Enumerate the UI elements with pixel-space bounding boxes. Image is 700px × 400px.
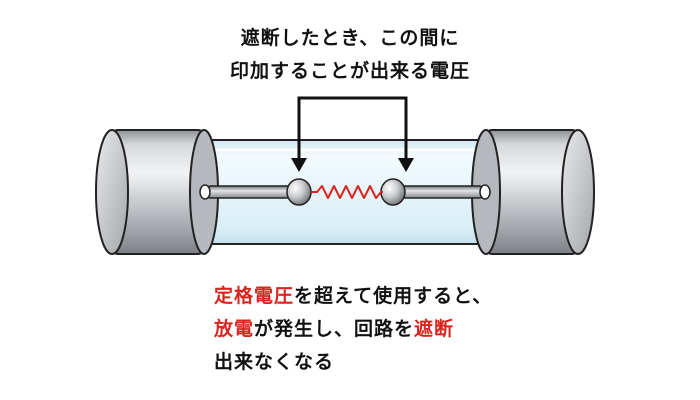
top-caption-line1: 遮断したとき、この間に [240, 27, 460, 49]
bracket-arrow [291, 96, 414, 172]
electrode-left [199, 178, 312, 206]
top-caption: 遮断したとき、この間に 印加することが出来る電圧 [0, 22, 700, 88]
interrupt-term: 遮断 [414, 318, 455, 340]
bottom-caption-line2-mid: が発生し、回路を [254, 318, 415, 340]
electrode-right [380, 178, 491, 206]
rated-voltage-term: 定格電圧 [214, 285, 295, 307]
bottom-caption: 定格電圧を超えて使用すると、 放電が発生し、回路を遮断 出来なくなる [214, 280, 492, 379]
left-metal-cap [95, 129, 219, 255]
zigzag-filament [311, 185, 383, 199]
bottom-caption-line3: 出来なくなる [214, 351, 335, 373]
discharge-term: 放電 [214, 318, 255, 340]
top-caption-line2: 印加することが出来る電圧 [229, 60, 470, 82]
bottom-caption-line2: 放電が発生し、回路を遮断 [214, 313, 492, 346]
bottom-caption-line1-rest: を超えて使用すると、 [294, 285, 493, 307]
bottom-caption-line1: 定格電圧を超えて使用すると、 [214, 280, 492, 313]
